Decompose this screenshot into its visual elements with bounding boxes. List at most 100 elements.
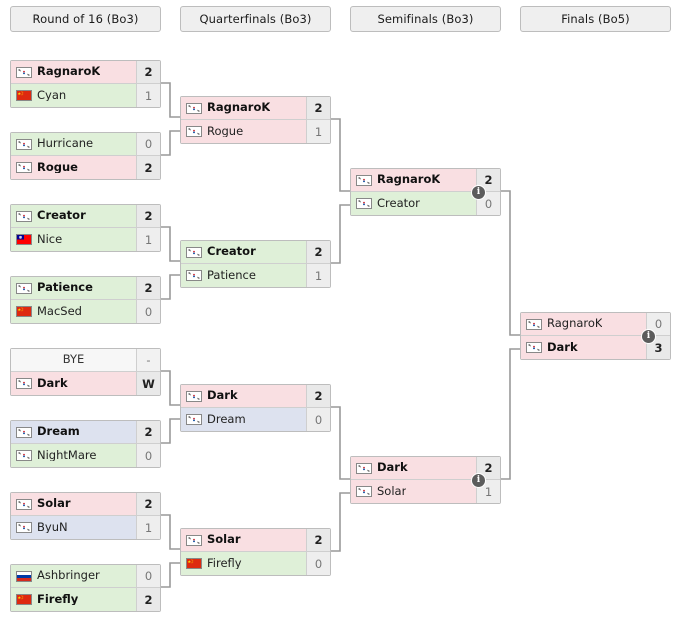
match-row-top[interactable]: Creator 2 [181, 241, 330, 264]
player-name-cell: RagnaroK [521, 313, 646, 335]
player-name-cell: RagnaroK [351, 169, 476, 191]
player-name: Creator [377, 197, 420, 210]
match-info-icon[interactable]: i [641, 329, 656, 344]
round-header-3[interactable]: Semifinals (Bo3) [350, 6, 501, 32]
china-flag-icon [16, 90, 32, 101]
connector-3 [161, 226, 180, 262]
player-name: Dark [547, 341, 578, 354]
player-name-cell: Rogue [11, 156, 136, 179]
south-korea-flag-icon [16, 522, 32, 533]
player-name-cell: Patience [181, 264, 306, 287]
match-row-top[interactable]: RagnaroK 2 [11, 61, 160, 84]
south-korea-flag-icon [186, 390, 202, 402]
match-info-icon[interactable]: i [471, 473, 486, 488]
player-score: 2 [306, 385, 330, 407]
match-row-bottom[interactable]: Firefly 0 [181, 552, 330, 575]
player-name-cell: Nice [11, 228, 136, 251]
player-name: NightMare [37, 449, 97, 462]
player-score: 2 [136, 588, 160, 611]
south-korea-flag-icon [16, 450, 32, 461]
round-header-4[interactable]: Finals (Bo5) [520, 6, 671, 32]
player-name: RagnaroK [207, 102, 271, 114]
player-name-cell: RagnaroK [11, 61, 136, 83]
round-header-2[interactable]: Quarterfinals (Bo3) [180, 6, 331, 32]
south-korea-flag-icon [16, 66, 32, 78]
match-row-bottom[interactable]: MacSed 0 [11, 300, 160, 323]
player-name-cell: Ashbringer [11, 565, 136, 587]
player-name: Hurricane [37, 138, 94, 150]
player-name: Dream [37, 426, 80, 438]
connector-4 [161, 274, 180, 300]
player-score: W [136, 372, 160, 395]
player-name-cell: Solar [351, 480, 476, 503]
player-name: Firefly [207, 557, 242, 570]
player-name-cell: Firefly [181, 552, 306, 575]
player-score: 0 [136, 300, 160, 323]
match-row-top[interactable]: Dream 2 [11, 421, 160, 444]
player-name-cell: Creator [11, 205, 136, 227]
player-name: Solar [377, 485, 407, 498]
south-korea-flag-icon [16, 426, 32, 438]
player-score: 2 [306, 241, 330, 263]
china-flag-icon [16, 594, 32, 605]
player-name: Rogue [207, 125, 244, 138]
player-score: 2 [136, 61, 160, 83]
player-name-cell: Patience [11, 277, 136, 299]
player-score: 2 [136, 493, 160, 515]
player-score: 2 [136, 421, 160, 443]
connector-14 [501, 348, 520, 480]
player-name: MacSed [37, 305, 82, 318]
match-info-icon[interactable]: i [471, 185, 486, 200]
player-name: RagnaroK [37, 66, 101, 78]
match-row-top[interactable]: BYE- [11, 349, 160, 372]
south-korea-flag-icon [356, 198, 372, 209]
china-flag-icon [16, 306, 32, 317]
player-score: - [136, 349, 160, 371]
player-name-cell: Solar [11, 493, 136, 515]
player-name: ByuN [37, 521, 68, 534]
player-name: Creator [207, 246, 256, 258]
south-korea-flag-icon [186, 246, 202, 258]
player-name-cell: ByuN [11, 516, 136, 539]
round-header-1[interactable]: Round of 16 (Bo3) [10, 6, 161, 32]
player-score: 0 [306, 552, 330, 575]
player-name-cell: Dark [521, 336, 646, 359]
player-name: Ashbringer [37, 570, 100, 582]
